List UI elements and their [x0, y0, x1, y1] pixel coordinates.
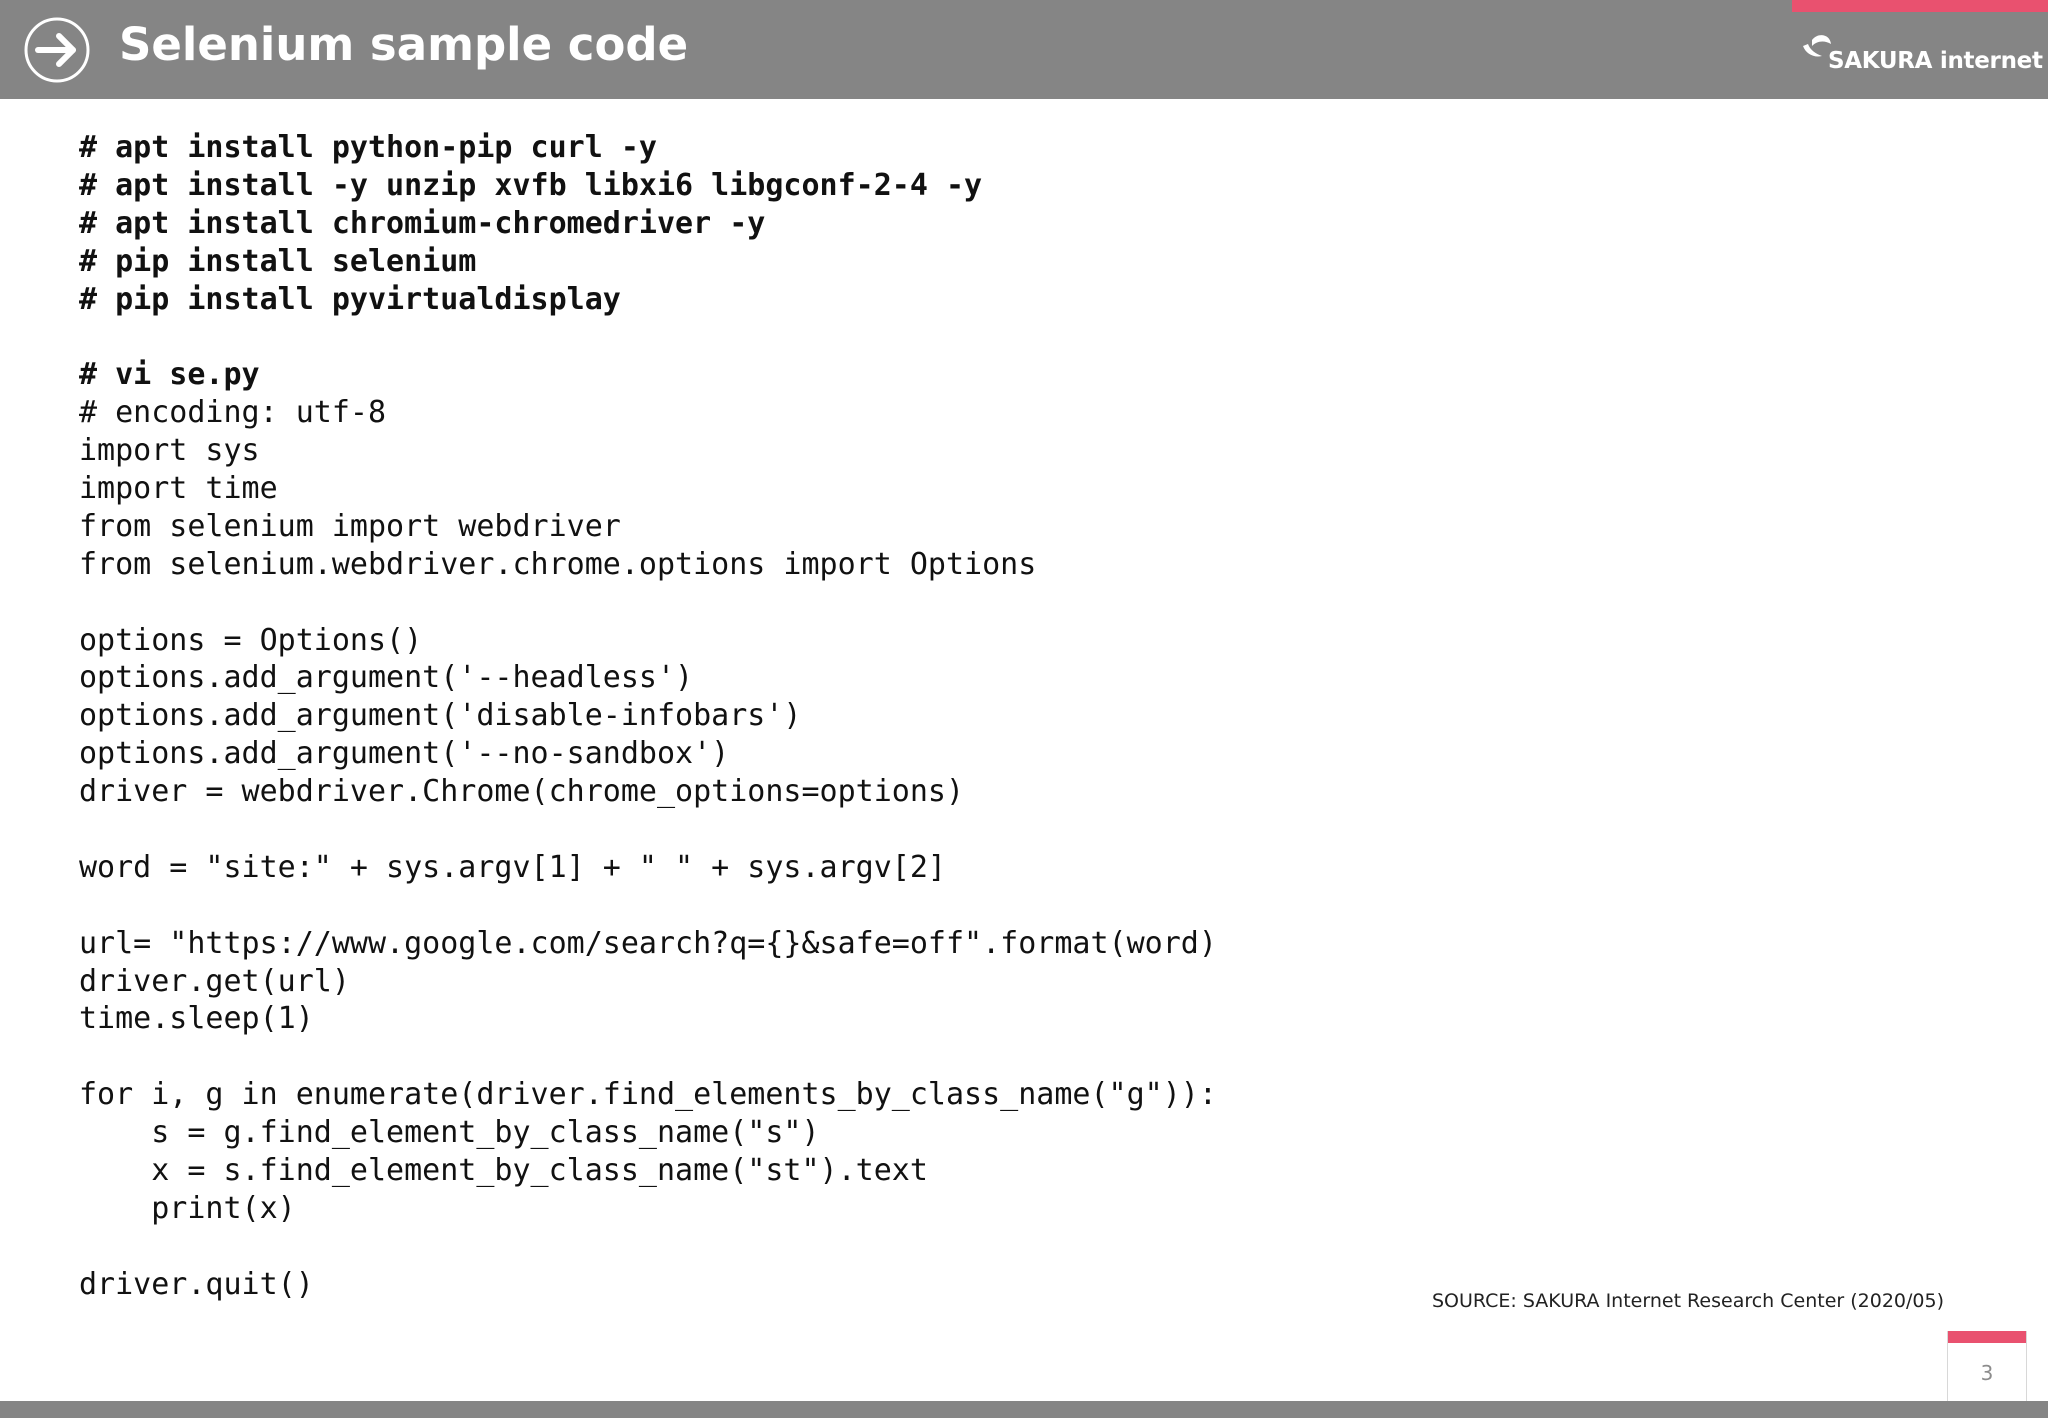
page-tab-accent [1948, 1331, 2026, 1343]
code-line: # pip install pyvirtualdisplay [79, 281, 621, 317]
code-line: x = s.find_element_by_class_name("st").t… [79, 1153, 928, 1189]
code-line: import sys [79, 433, 260, 469]
code-line: driver = webdriver.Chrome(chrome_options… [79, 774, 965, 810]
code-line: print(x) [79, 1190, 296, 1226]
code-line: word = "site:" + sys.argv[1] + " " + sys… [79, 849, 946, 885]
page-number: 3 [1980, 1361, 1994, 1385]
code-line: # encoding: utf-8 [79, 395, 387, 431]
page-number-tab: 3 [1947, 1331, 2027, 1407]
code-line: from selenium import webdriver [79, 508, 621, 544]
code-blank-line [79, 1038, 1217, 1076]
code-line: # apt install chromium-chromedriver -y [79, 205, 766, 241]
arrow-right-circle-icon [24, 17, 90, 83]
code-blank-line [79, 1228, 1217, 1266]
sakura-logo-icon [1803, 35, 1831, 57]
sakura-logo: SAKURA internet [1800, 30, 2043, 80]
code-line: options = Options() [79, 622, 423, 658]
accent-bar [1792, 0, 2048, 12]
code-line: for i, g in enumerate(driver.find_elemen… [79, 1077, 1217, 1113]
code-blank-line [79, 584, 1217, 622]
code-line: driver.quit() [79, 1266, 314, 1302]
code-blank-line [79, 887, 1217, 925]
code-line: s = g.find_element_by_class_name("s") [79, 1115, 820, 1151]
code-line: driver.get(url) [79, 963, 350, 999]
header-bar: Selenium sample code SAKURA internet [0, 0, 2048, 99]
code-line: time.sleep(1) [79, 1001, 314, 1037]
footer-bar [0, 1401, 2048, 1418]
code-line: options.add_argument('--no-sandbox') [79, 736, 730, 772]
code-line: # vi se.py [79, 357, 260, 393]
code-line: # pip install selenium [79, 243, 477, 279]
code-line: options.add_argument('disable-infobars') [79, 698, 802, 734]
source-note: SOURCE: SAKURA Internet Research Center … [1431, 1290, 1944, 1312]
code-blank-line [79, 318, 1217, 356]
code-line: from selenium.webdriver.chrome.options i… [79, 546, 1037, 582]
code-block: # apt install python-pip curl -y# apt in… [79, 129, 1217, 1304]
code-line: # apt install -y unzip xvfb libxi6 libgc… [79, 167, 983, 203]
code-blank-line [79, 811, 1217, 849]
code-line: import time [79, 471, 278, 507]
logo-text: SAKURA internet [1828, 48, 2043, 74]
code-line: url= "https://www.google.com/search?q={}… [79, 925, 1217, 961]
code-line: # apt install python-pip curl -y [79, 130, 657, 165]
code-line: options.add_argument('--headless') [79, 660, 694, 696]
page-title: Selenium sample code [119, 18, 689, 71]
